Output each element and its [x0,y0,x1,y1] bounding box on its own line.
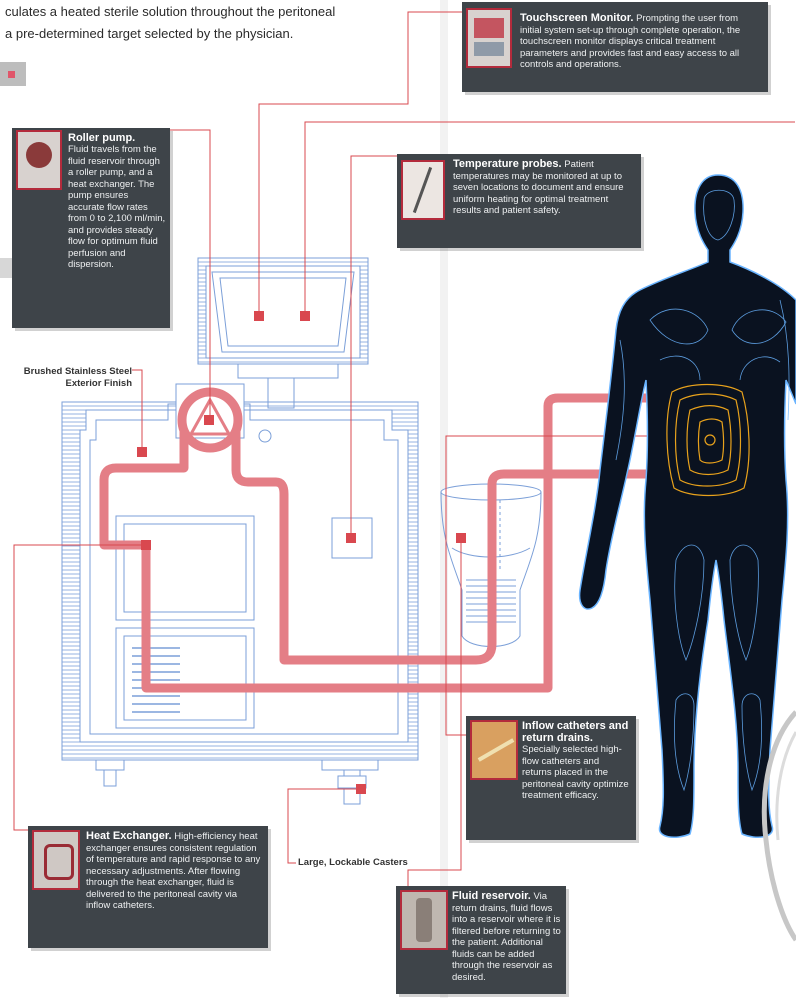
catheter-thumbnail [470,720,518,780]
temperature-probes-title: Temperature probes. [453,158,562,170]
fluid-reservoir-thumbnail [400,890,448,950]
heat-exchanger-callout: Heat Exchanger. High-efficiency heat exc… [28,826,268,948]
exterior-finish-label: Brushed Stainless Steel Exterior Finish [6,366,132,390]
fluid-reservoir-title: Fluid reservoir. [452,890,531,902]
inflow-catheters-title: Inflow catheters and return drains. [522,720,630,744]
roller-pump-thumbnail [16,130,62,190]
roller-pump-title: Roller pump. [68,132,166,144]
casters-label: Large, Lockable Casters [298,857,408,869]
exterior-finish-line-2: Exterior Finish [6,378,132,390]
exterior-finish-line-1: Brushed Stainless Steel [6,366,132,378]
heat-exchanger-body: High-efficiency heat exchanger ensures c… [86,831,260,911]
touchscreen-title: Touchscreen Monitor. [520,12,633,24]
touchscreen-callout: Touchscreen Monitor. Prompting the user … [462,2,768,92]
heat-exchanger-title: Heat Exchanger. [86,830,172,842]
fluid-reservoir-body: Via return drains, fluid flows into a re… [452,891,561,983]
temperature-probes-callout: Temperature probes. Patient temperatures… [397,154,641,248]
temperature-probe-thumbnail [401,160,445,220]
inflow-catheters-callout: Inflow catheters and return drains. Spec… [466,716,636,840]
roller-pump-callout: Roller pump. Fluid travels from the flui… [12,128,170,328]
fluid-reservoir-callout: Fluid reservoir. Via return drains, flui… [396,886,566,994]
inflow-catheters-body: Specially selected high-flow catheters a… [522,744,630,802]
touchscreen-thumbnail [466,8,512,68]
roller-pump-body: Fluid travels from the fluid reservoir t… [68,144,166,271]
heat-exchanger-thumbnail [32,830,80,890]
